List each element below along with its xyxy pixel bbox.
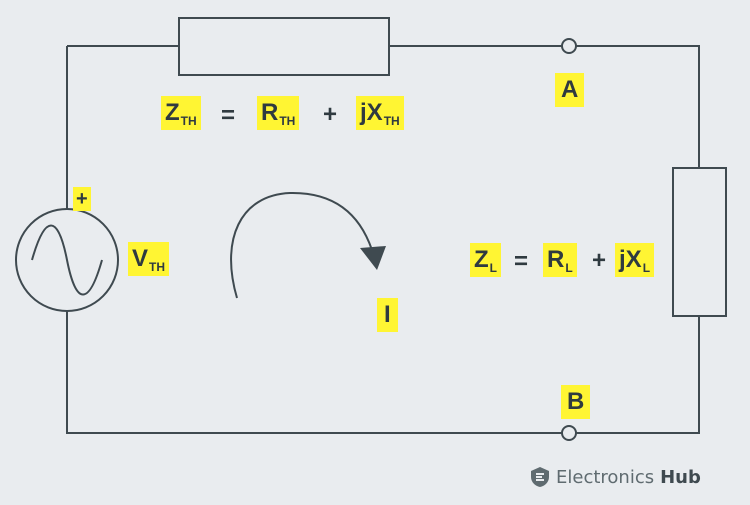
xl-label: jXL: [615, 243, 655, 277]
current-arrowhead-icon: [360, 246, 386, 270]
terminal-a-label: A: [555, 73, 585, 107]
thevenin-impedance-resistor: [178, 17, 390, 76]
rl-label: RL: [543, 243, 577, 277]
top-wire: [67, 45, 700, 168]
shield-logo-icon: [531, 467, 549, 487]
current-arrow: [230, 191, 373, 299]
xth-label: jXTH: [356, 96, 404, 130]
load-impedance-resistor: [672, 167, 727, 317]
zth-plus: +: [323, 101, 338, 128]
rth-label: RTH: [257, 96, 300, 130]
right-wire: [66, 311, 700, 434]
zth-equals: =: [221, 102, 236, 129]
terminal-b-node: [561, 425, 577, 441]
zl-equals: =: [514, 248, 529, 275]
source-plus-label: +: [73, 187, 91, 211]
terminal-b-label: B: [561, 385, 591, 419]
current-label: I: [377, 298, 398, 332]
zl-plus: +: [592, 247, 607, 274]
sine-wave-icon: [31, 224, 103, 296]
vth-label: VTH: [128, 242, 170, 276]
terminal-a-node: [561, 38, 577, 54]
zl-label: ZL: [470, 243, 502, 277]
brand-name-bold: Hub: [660, 466, 701, 488]
zth-label: ZTH: [161, 96, 201, 130]
brand-name: Electronics: [556, 466, 655, 488]
